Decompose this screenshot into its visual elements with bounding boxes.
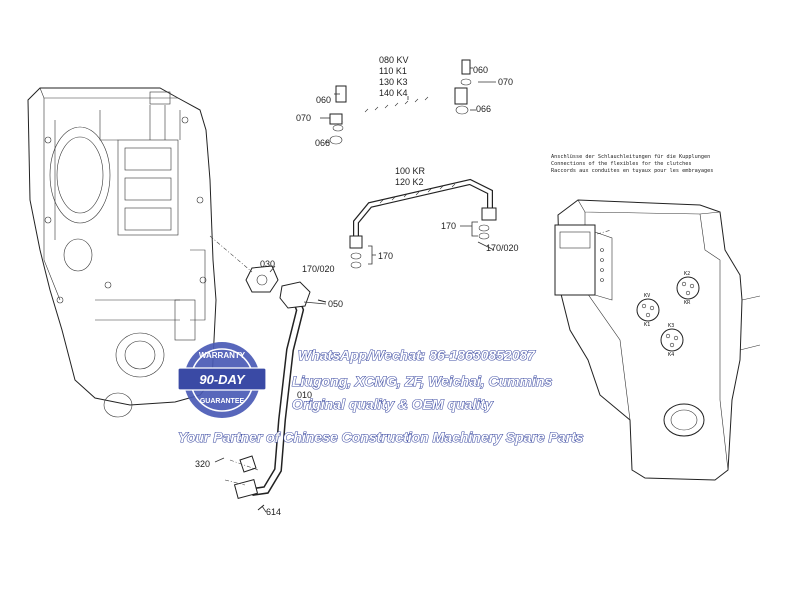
valve-block: [554, 199, 761, 481]
watermark-text: WhatsApp/Wechat: 86-18630852087 Liugong,…: [177, 346, 584, 445]
callout-050: 050: [328, 299, 343, 309]
warranty-badge: WARRANTY 90-DAY GUARANTEE: [177, 342, 267, 418]
port-k2-label: K2: [684, 271, 690, 277]
callout-070-top: 070: [498, 77, 513, 87]
watermark-slogan: Your Partner of Chinese Construction Mac…: [178, 429, 584, 445]
callout-010: 010: [297, 390, 312, 400]
callout-614: 614: [266, 507, 281, 517]
callout-120k2: 120 K2: [395, 177, 424, 187]
callout-140k4: 140 K4: [379, 88, 408, 98]
watermark-brands: Liugong, XCMG, ZF, Weichai, Cummins: [292, 373, 553, 389]
note-line-fr: Raccords aux conduites en tuyaux pour le…: [551, 168, 713, 174]
callout-070-left: 070: [296, 113, 311, 123]
port-kv-label: KV: [644, 293, 650, 299]
callout-170-020-left: 170/020: [302, 264, 335, 274]
top-hose-assembly: [320, 59, 496, 145]
callout-130k3: 130 K3: [379, 77, 408, 87]
callout-labels: 060 070 066 060 070 066 080 KV 110 K1 13…: [195, 55, 519, 517]
callout-066-left: 066: [315, 138, 330, 148]
callout-170-left: 170: [378, 251, 393, 261]
note-line-de: Anschlüsse der Schlauchleitungen für die…: [551, 154, 710, 160]
callout-060-left: 060: [316, 95, 331, 105]
callout-170-right: 170: [441, 221, 456, 231]
badge-bottom-text: GUARANTEE: [200, 398, 245, 405]
watermark-quality: Original quality & OEM quality: [292, 396, 494, 412]
connections-note: Anschlüsse der Schlauchleitungen für die…: [551, 154, 713, 174]
callout-060-top: 060: [473, 65, 488, 75]
callout-100kr: 100 KR: [395, 166, 426, 176]
pipe-assembly: [209, 235, 327, 513]
watermark-contact: WhatsApp/Wechat: 86-18630852087: [298, 347, 536, 363]
port-kr-label: KR: [684, 300, 691, 306]
note-line-en: Connections of the flexibles for the clu…: [551, 161, 692, 167]
badge-top-text: WARRANTY: [199, 351, 246, 360]
badge-mid-text: 90-DAY: [199, 372, 246, 387]
middle-hose-assembly: [349, 178, 497, 269]
port-k1-label: K1: [644, 322, 650, 328]
port-k3-label: K3: [668, 323, 674, 329]
callout-170-020-right: 170/020: [486, 243, 519, 253]
callout-110k1: 110 K1: [379, 66, 407, 76]
callout-080kv: 080 KV: [379, 55, 409, 65]
callout-030: 030: [260, 259, 275, 269]
clutch-port-labels: KV K1 K2 KR K3 K4: [644, 271, 691, 358]
callout-320: 320: [195, 459, 210, 469]
transmission-housing: [27, 87, 217, 418]
port-k4-label: K4: [668, 352, 674, 358]
callout-066-right: 066: [476, 104, 491, 114]
